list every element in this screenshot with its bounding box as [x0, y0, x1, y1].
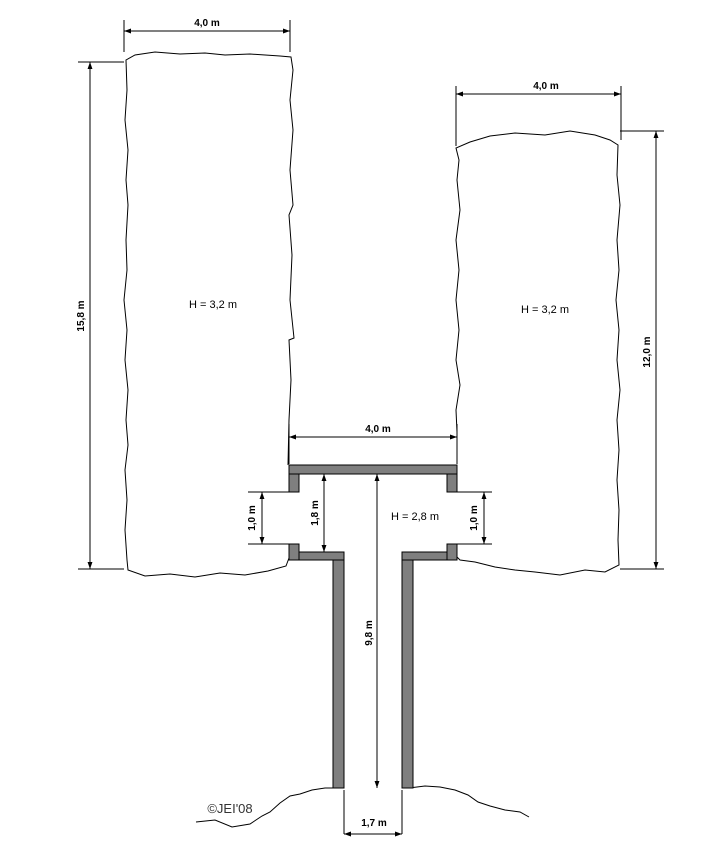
- ground-line: [195, 785, 530, 828]
- right-room-width-label: 4,0 m: [533, 81, 559, 92]
- right-opening-label: 1,0 m: [469, 505, 480, 531]
- left-room-length-label: 15,8 m: [76, 300, 87, 331]
- chamber-width-label: 4,0 m: [365, 424, 391, 435]
- left-room-height-label: H = 3,2 m: [189, 299, 237, 311]
- right-room-length-label: 12,0 m: [642, 336, 653, 367]
- chamber-walls: [288, 464, 458, 789]
- dimension-lines: [78, 20, 664, 837]
- chamber-depth-label: 1,8 m: [310, 500, 321, 526]
- copyright-label: ©JEI'08: [207, 801, 252, 816]
- shaft-width-label: 1,7 m: [361, 818, 387, 829]
- right-room-outline: [455, 130, 621, 576]
- right-room-height-label: H = 3,2 m: [521, 304, 569, 316]
- chamber-height-label: H = 2,8 m: [391, 511, 439, 523]
- left-room-outline: [123, 51, 295, 578]
- left-room-width-label: 4,0 m: [194, 18, 220, 29]
- shaft-height-label: 9,8 m: [364, 620, 375, 646]
- left-opening-label: 1,0 m: [247, 505, 258, 531]
